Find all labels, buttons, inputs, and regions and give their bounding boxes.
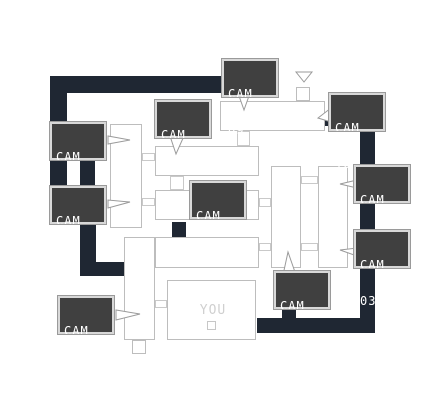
cam-10-label: CAM (335, 121, 360, 135)
cam-08-label: CAM (161, 128, 186, 142)
cam-06-label: CAM (56, 214, 81, 228)
cam-08-button[interactable]: CAM 08 (154, 99, 212, 177)
room-office (167, 280, 256, 340)
hallway-bottom (257, 318, 375, 333)
connector (237, 131, 250, 146)
connector (259, 198, 271, 207)
connector (142, 153, 155, 161)
connector (142, 198, 155, 206)
room-right-tall (271, 166, 301, 268)
cam-01-number: 01 (64, 360, 81, 374)
room-left-tall (110, 124, 142, 228)
hallway-center-stub (172, 222, 186, 237)
cam-10-number: 10 (335, 157, 352, 171)
connector (301, 243, 318, 251)
cam-09-number: 09 (228, 123, 245, 137)
cam-04-label: CAM (360, 193, 385, 207)
cam-03-number: 03 (360, 294, 377, 308)
room-middle-long (155, 237, 259, 268)
connector (301, 176, 318, 184)
room-top-small (296, 87, 310, 101)
hallway-bottom-stub (282, 306, 296, 320)
cam-09-button[interactable]: CAM 09 (221, 58, 279, 136)
cam-07-button[interactable]: CAM 07 (49, 121, 107, 199)
cam-05-label: CAM (196, 209, 221, 223)
cam-02-number: 02 (280, 335, 297, 349)
hallway-left-inner (80, 155, 95, 185)
hallway-top (50, 76, 255, 93)
connector (155, 300, 167, 308)
player-position-marker (207, 321, 216, 330)
hallway-left-mid (50, 155, 67, 185)
cam-06-button[interactable]: CAM 06 (49, 185, 107, 263)
you-label: YOU (199, 303, 227, 318)
cam-01-label: CAM (64, 324, 89, 338)
room-lower-left-tall (124, 237, 155, 340)
cam-07-label: CAM (56, 150, 81, 164)
cam-09-label: CAM (228, 87, 253, 101)
cam-08-number: 08 (161, 164, 178, 178)
connector (259, 243, 271, 251)
cam-03-button[interactable]: CAM 03 (353, 229, 411, 307)
cam-05-button[interactable]: CAM 05 (189, 180, 247, 258)
hallway-left-bottom (80, 262, 125, 276)
room-bottom-small (132, 340, 146, 354)
cam-01-button[interactable]: CAM 01 (57, 295, 115, 373)
cam-04-button[interactable]: CAM 04 (353, 164, 411, 242)
cam-10-button[interactable]: CAM 10 (328, 92, 386, 170)
cam-02-label: CAM (280, 299, 305, 313)
cam-02-button[interactable]: CAM 02 (273, 270, 331, 348)
cam-05-number: 05 (196, 245, 213, 259)
connector (170, 176, 184, 190)
cam-03-label: CAM (360, 258, 385, 272)
hallway-left-upper (50, 76, 67, 126)
cam-06-number: 06 (56, 250, 73, 264)
